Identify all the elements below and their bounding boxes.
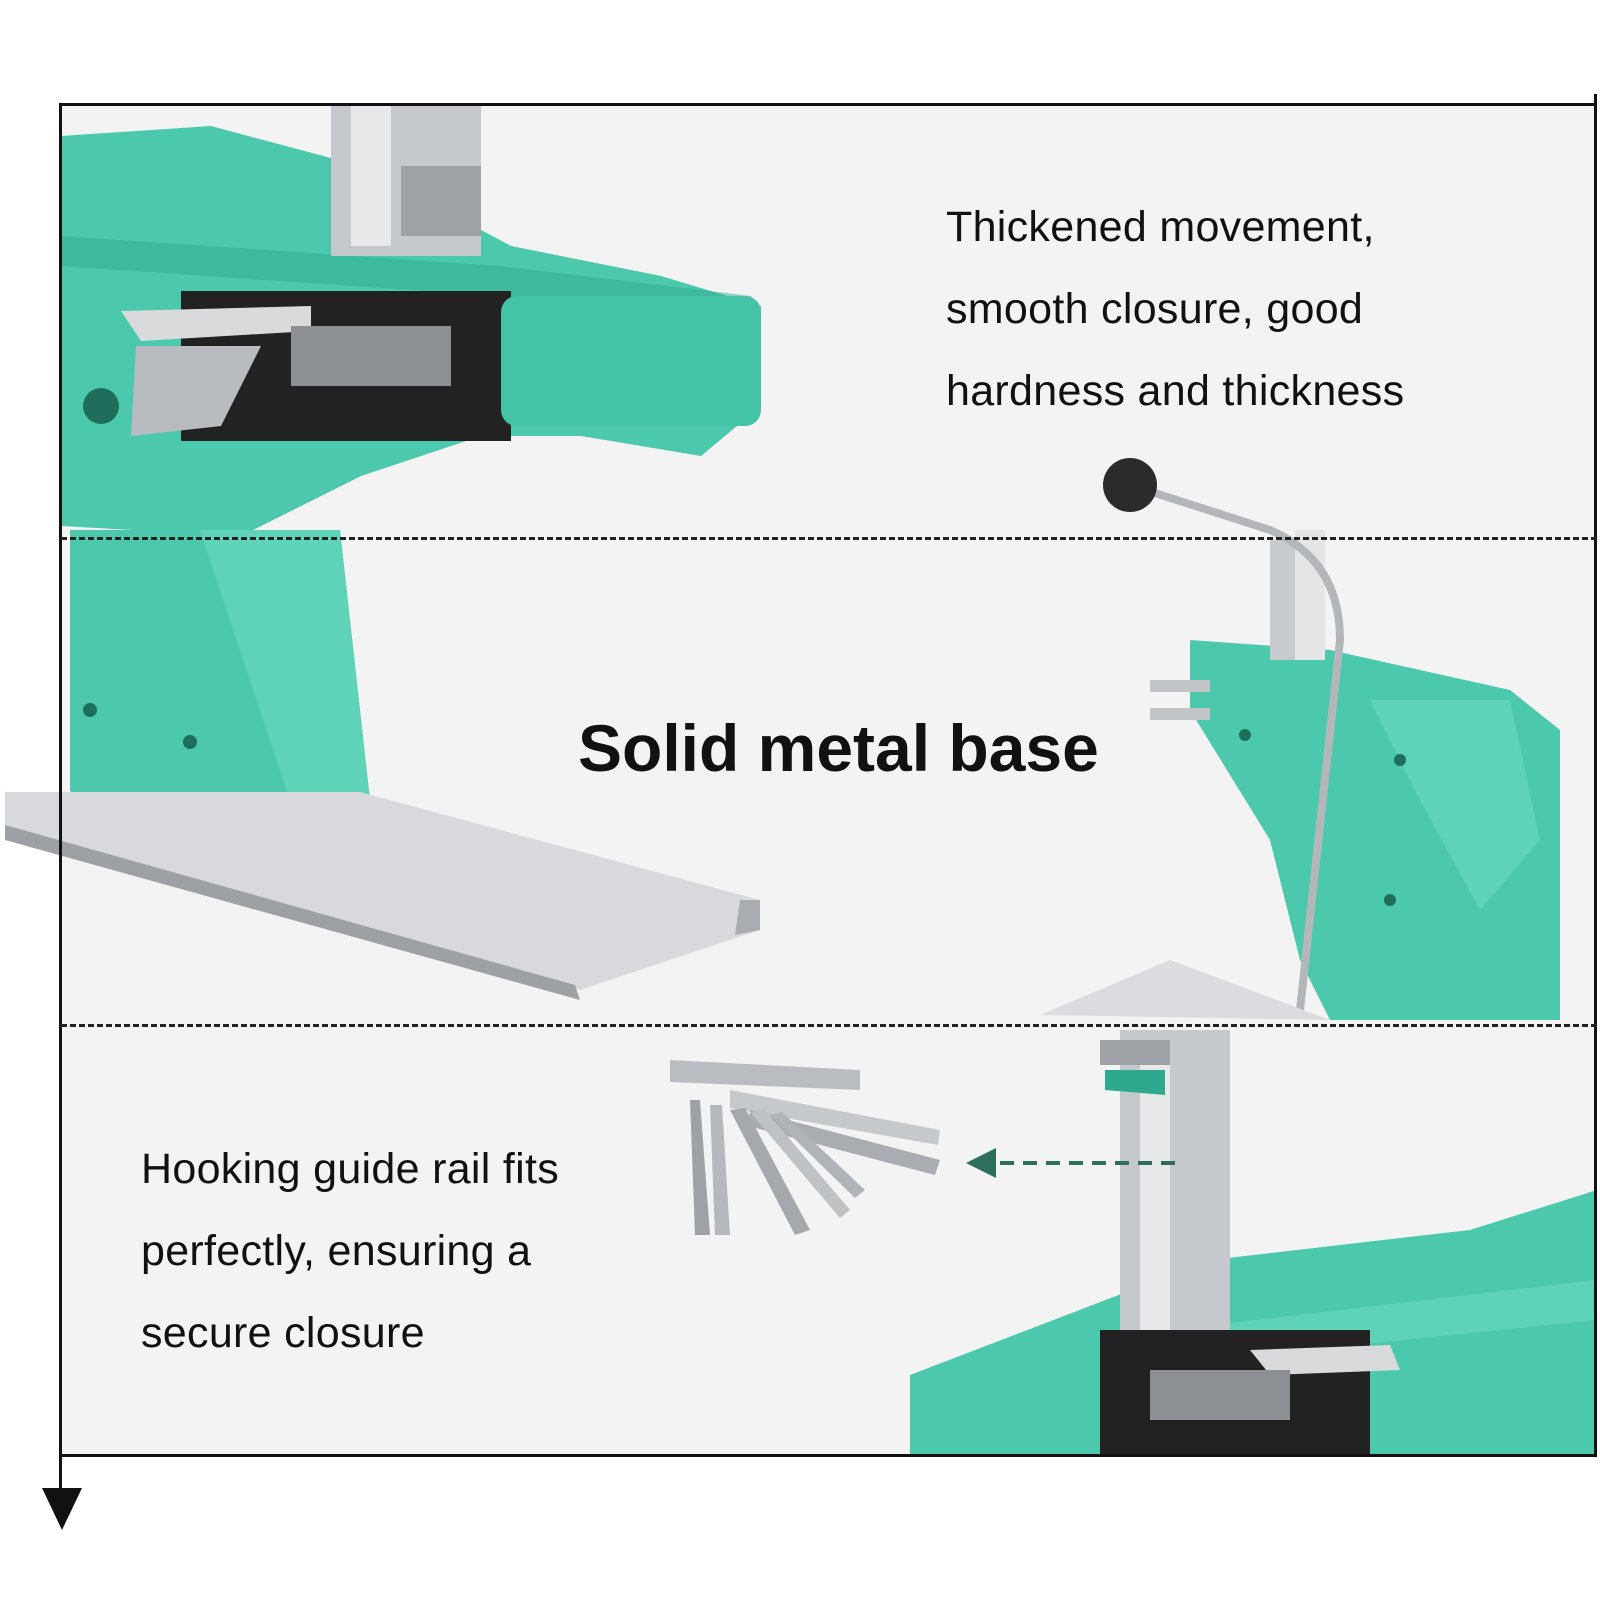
frame-top-line [61, 103, 1597, 106]
frame-right-line [1594, 94, 1597, 1456]
section-divider-top [61, 537, 1597, 540]
staple-strips-image [670, 1060, 940, 1235]
caption-line: hardness and thickness [946, 367, 1405, 415]
left-pointer-arrow-icon [966, 1148, 1176, 1178]
stapler-head-closeup-image [61, 106, 761, 536]
caption-line: smooth closure, good [946, 285, 1364, 333]
down-arrow-icon [42, 1488, 82, 1530]
caption-line: Hooking guide rail fits [141, 1145, 560, 1193]
frame-bottom-line [61, 1454, 1597, 1457]
caption-line: perfectly, ensuring a [141, 1227, 532, 1275]
metal-base-image [5, 530, 760, 1000]
guide-rail-stapler-image [910, 1030, 1597, 1456]
caption-line: Thickened movement, [946, 203, 1375, 251]
feature-caption-movement: Thickened movement, smooth closure, good… [946, 186, 1404, 432]
section-divider-bottom [61, 1024, 1597, 1027]
feature-caption-guide-rail: Hooking guide rail fits perfectly, ensur… [141, 1128, 559, 1374]
feature-title-base: Solid metal base [578, 711, 1099, 785]
caption-line: secure closure [141, 1309, 425, 1357]
frame-left-axis-line [59, 103, 62, 1493]
stapler-with-lever-image [1040, 458, 1560, 1020]
